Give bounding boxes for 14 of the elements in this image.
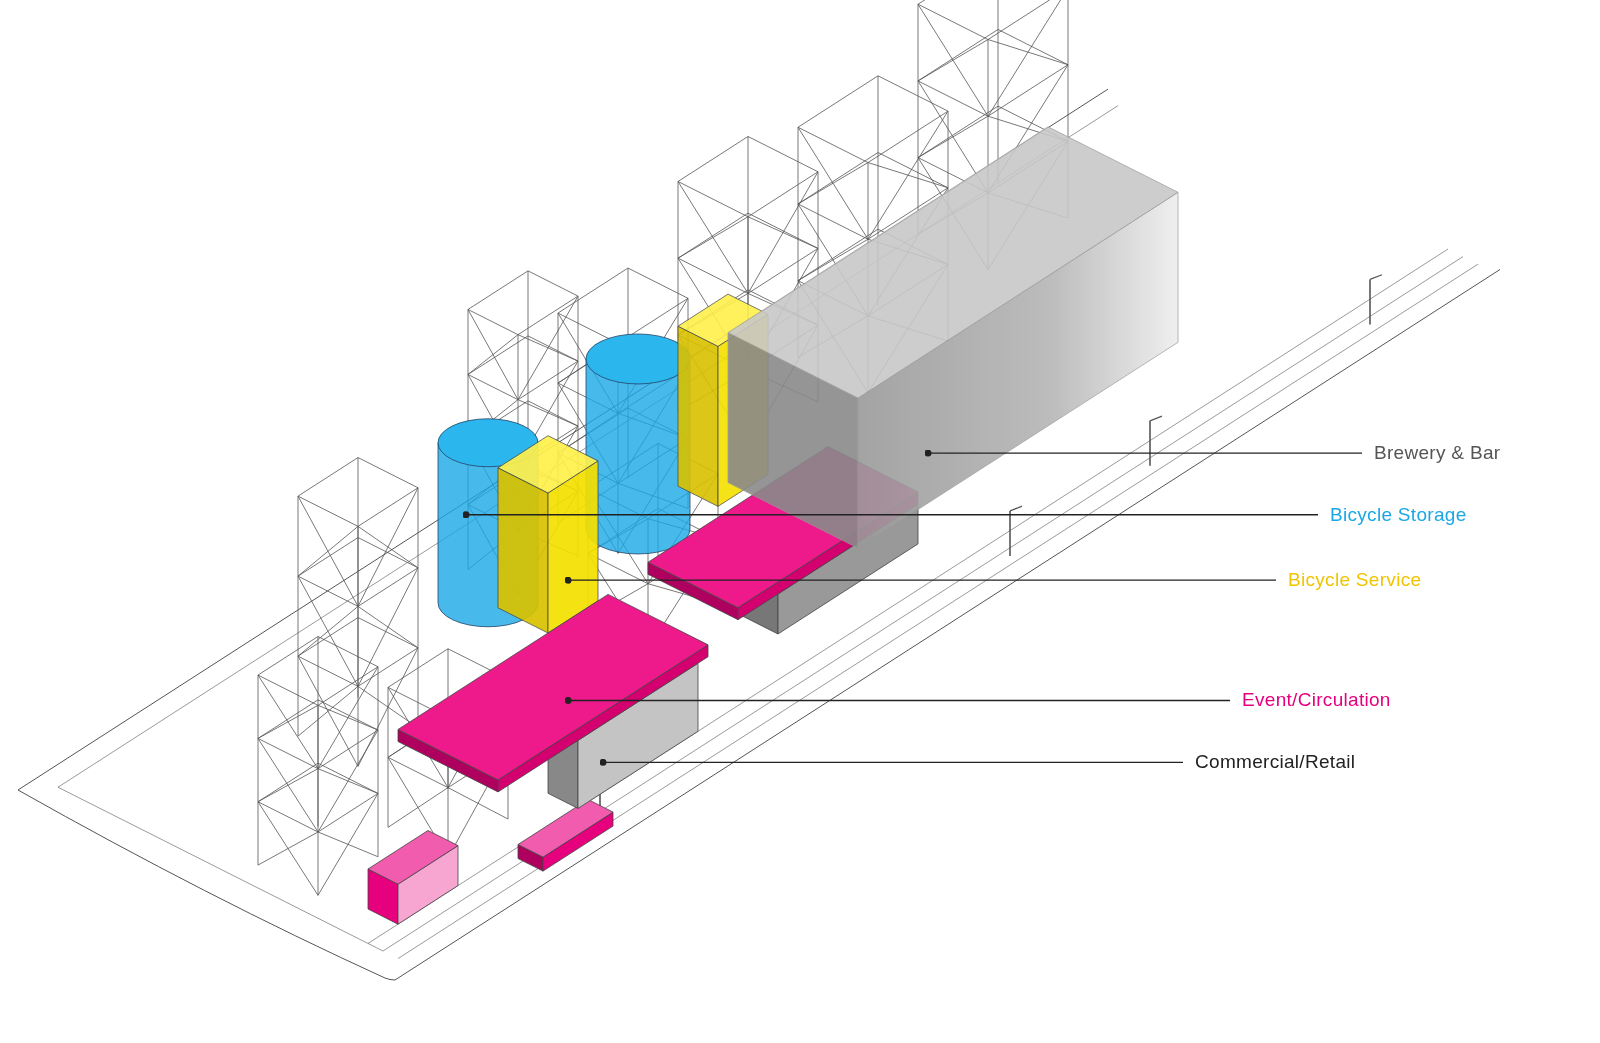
area-label: Bicycle Storage — [1330, 503, 1467, 526]
area-label: Brewery & Bar — [1374, 442, 1501, 465]
glazed-volume — [547, 662, 699, 809]
floor-slab — [397, 594, 709, 793]
service-volume — [497, 435, 599, 634]
leader-line — [564, 696, 1231, 704]
area-label: Commercial/Retail — [1195, 751, 1356, 774]
area-label: Event/Circulation — [1242, 689, 1391, 712]
leader-line — [564, 576, 1277, 584]
leader-line — [599, 758, 1184, 766]
leader-line — [924, 449, 1363, 457]
area-label: Bicycle Service — [1288, 569, 1422, 592]
leader-line — [462, 511, 1319, 519]
building-volume — [727, 126, 1179, 549]
